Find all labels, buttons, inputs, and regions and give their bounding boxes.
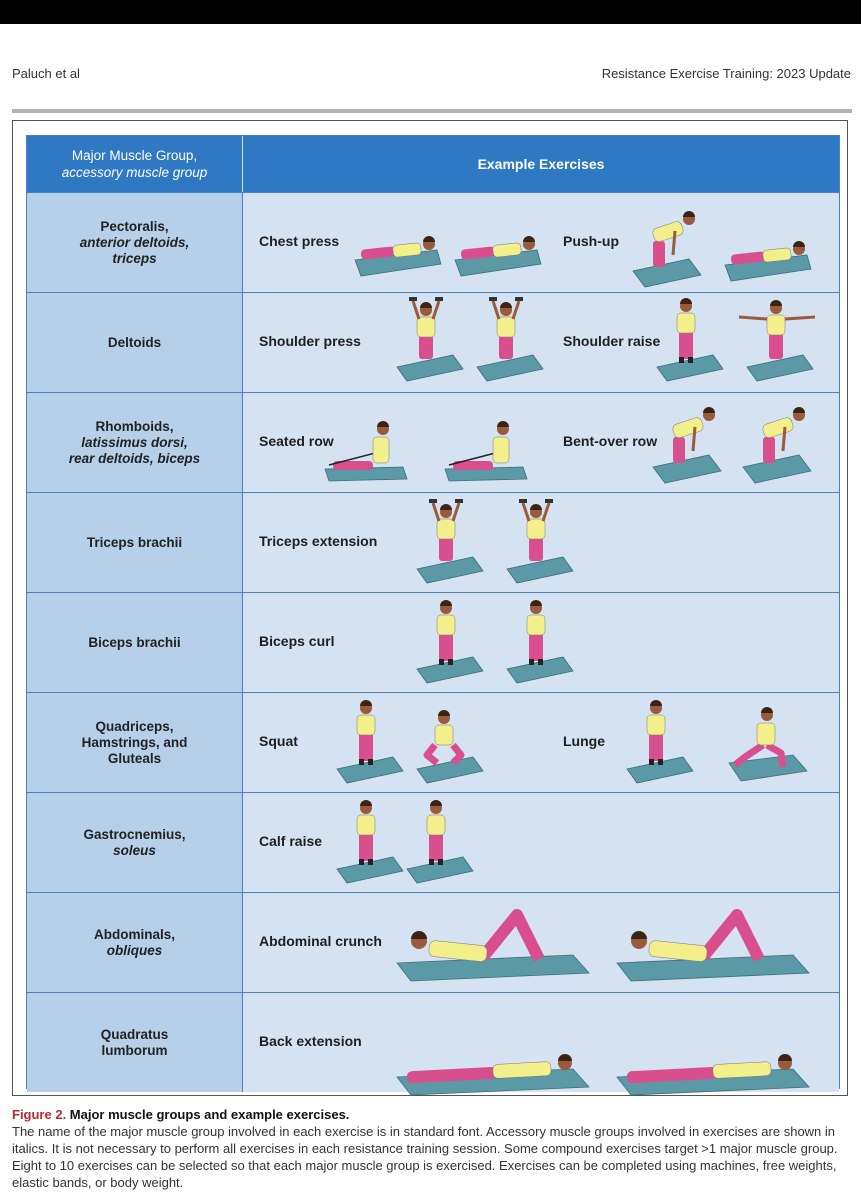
exercise-illustration bbox=[393, 797, 483, 892]
exercises-cell: Squat Lunge bbox=[243, 693, 839, 792]
muscle-group-cell: Pectoralis,anterior deltoids,triceps bbox=[27, 193, 243, 292]
exercise-illustration bbox=[613, 1013, 813, 1108]
exercise-illustration bbox=[323, 403, 413, 498]
major-muscle-label: Gluteals bbox=[107, 750, 162, 766]
major-muscle-label: Triceps brachii bbox=[86, 534, 183, 550]
exercise-table: Major Muscle Group, accessory muscle gro… bbox=[26, 135, 840, 1096]
table-row: Abdominals,obliques Abdominal crunch bbox=[27, 892, 839, 992]
exercise-label: Lunge bbox=[563, 733, 605, 749]
muscle-group-cell: Biceps brachii bbox=[27, 593, 243, 692]
top-black-bar bbox=[0, 0, 861, 24]
exercise-label: Abdominal crunch bbox=[259, 933, 382, 949]
caption-figure-number: Figure 2. bbox=[12, 1107, 67, 1122]
table-row: Rhomboids,latissimus dorsi,rear deltoids… bbox=[27, 392, 839, 492]
exercise-illustration bbox=[623, 201, 713, 296]
exercises-cell: Seated row Bent-over row bbox=[243, 393, 839, 492]
exercise-label: Calf raise bbox=[259, 833, 323, 849]
exercise-label: Push-up bbox=[563, 233, 619, 249]
exercise-illustration bbox=[723, 697, 813, 792]
figure-frame: Major Muscle Group, accessory muscle gro… bbox=[12, 120, 848, 1096]
col-header-accessory: accessory muscle group bbox=[61, 165, 208, 180]
major-muscle-label: Biceps brachii bbox=[88, 634, 181, 650]
exercise-label: Bent-over row bbox=[563, 433, 658, 449]
exercise-illustration bbox=[443, 403, 533, 498]
muscle-group-cell: Gastrocnemius,soleus bbox=[27, 793, 243, 892]
header-divider bbox=[12, 109, 852, 113]
exercise-illustration bbox=[733, 397, 823, 492]
major-muscle-label: Hamstrings, and bbox=[81, 734, 188, 750]
exercise-illustration bbox=[463, 295, 553, 390]
muscle-group-cell: Rhomboids,latissimus dorsi,rear deltoids… bbox=[27, 393, 243, 492]
muscle-group-cell: Triceps brachii bbox=[27, 493, 243, 592]
exercise-illustration bbox=[493, 597, 583, 692]
caption-title: Major muscle groups and example exercise… bbox=[66, 1107, 350, 1122]
exercise-illustration bbox=[403, 597, 493, 692]
accessory-muscle-label: soleus bbox=[113, 842, 156, 858]
major-muscle-label: Quadriceps, bbox=[95, 718, 174, 734]
exercise-illustration bbox=[393, 1013, 593, 1108]
exercise-illustration bbox=[723, 203, 813, 298]
exercise-illustration bbox=[643, 295, 733, 390]
table-header: Major Muscle Group, accessory muscle gro… bbox=[27, 136, 839, 192]
exercise-label: Chest press bbox=[259, 233, 340, 249]
accessory-muscle-label: anterior deltoids, bbox=[79, 234, 190, 250]
exercise-illustration bbox=[493, 497, 583, 592]
accessory-muscle-label: obliques bbox=[106, 942, 163, 958]
exercise-illustration bbox=[733, 295, 823, 390]
exercises-cell: Biceps curl bbox=[243, 593, 839, 692]
exercise-illustration bbox=[353, 198, 443, 293]
muscle-group-cell: Abdominals,obliques bbox=[27, 893, 243, 992]
exercise-illustration bbox=[393, 897, 593, 992]
exercises-cell: Triceps extension bbox=[243, 493, 839, 592]
exercises-cell: Shoulder press Shoulder raise bbox=[243, 293, 839, 392]
table-row: Deltoids bbox=[27, 292, 839, 392]
exercise-illustration bbox=[643, 397, 733, 492]
exercise-label: Triceps extension bbox=[259, 533, 378, 549]
exercise-illustration bbox=[323, 797, 413, 892]
exercises-cell: Chest press Push-up bbox=[243, 193, 839, 292]
exercise-illustration bbox=[403, 697, 493, 792]
accessory-muscle-label: triceps bbox=[112, 250, 157, 266]
col-header-exercises: Example Exercises bbox=[477, 156, 605, 172]
exercises-cell: Abdominal crunch bbox=[243, 893, 839, 992]
table-row: Triceps brachii Triceps extension bbox=[27, 492, 839, 592]
exercise-illustration bbox=[323, 697, 413, 792]
col-header-major: Major Muscle Group, bbox=[71, 148, 198, 163]
exercise-label: Seated row bbox=[259, 433, 334, 449]
exercise-illustration bbox=[403, 497, 493, 592]
exercise-illustration bbox=[613, 897, 813, 992]
caption-body: The name of the major muscle group invol… bbox=[12, 1124, 838, 1190]
exercise-label: Back extension bbox=[259, 1033, 362, 1049]
exercise-label: Squat bbox=[259, 733, 298, 749]
table-row: Gastrocnemius,soleus Calf raise bbox=[27, 792, 839, 892]
major-muscle-label: Rhomboids, bbox=[95, 418, 174, 434]
accessory-muscle-label: rear deltoids, biceps bbox=[68, 450, 201, 466]
accessory-muscle-label: latissimus dorsi, bbox=[81, 434, 188, 450]
col-header-muscle-group: Major Muscle Group, accessory muscle gro… bbox=[27, 136, 243, 192]
major-muscle-label: Quadratus bbox=[100, 1026, 169, 1042]
exercises-cell: Back extension bbox=[243, 993, 839, 1096]
running-header-title: Resistance Exercise Training: 2023 Updat… bbox=[601, 66, 851, 81]
table-row: Pectoralis,anterior deltoids,triceps Che… bbox=[27, 192, 839, 292]
major-muscle-label: lumborum bbox=[101, 1042, 168, 1058]
running-header-authors: Paluch et al bbox=[12, 66, 80, 81]
exercises-cell: Calf raise bbox=[243, 793, 839, 892]
figure-caption: Figure 2. Major muscle groups and exampl… bbox=[12, 1106, 848, 1191]
table-row: Biceps brachii Biceps curl bbox=[27, 592, 839, 692]
muscle-group-cell: Deltoids bbox=[27, 293, 243, 392]
exercise-label: Biceps curl bbox=[259, 633, 335, 649]
exercise-illustration bbox=[383, 295, 473, 390]
major-muscle-label: Gastrocnemius, bbox=[83, 826, 186, 842]
major-muscle-label: Deltoids bbox=[107, 334, 162, 350]
exercise-illustration bbox=[613, 697, 703, 792]
exercise-label: Shoulder press bbox=[259, 333, 361, 349]
major-muscle-label: Pectoralis, bbox=[100, 218, 169, 234]
exercise-label: Shoulder raise bbox=[563, 333, 661, 349]
exercise-illustration bbox=[453, 198, 543, 293]
major-muscle-label: Abdominals, bbox=[93, 926, 175, 942]
